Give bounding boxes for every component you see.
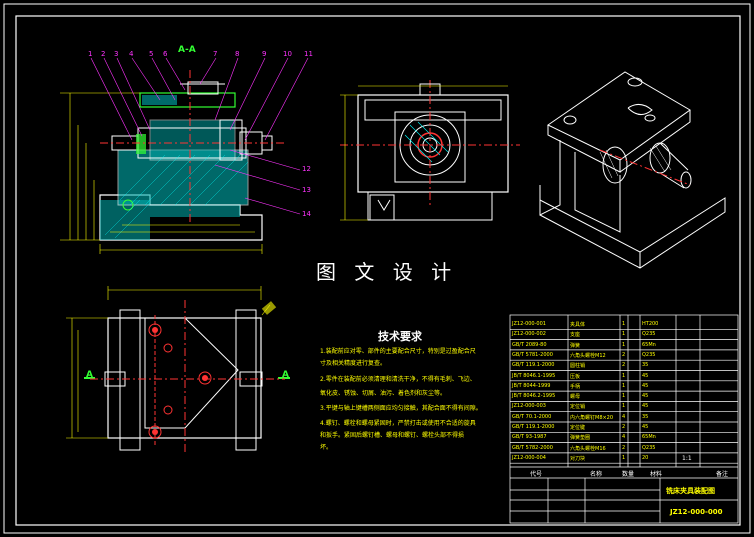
parts-cell: GB/T 5781-2000	[512, 351, 553, 358]
parts-cell: 2	[622, 444, 626, 451]
requirement-line: 和扳手。紧固后螺钉槽、螺母和螺钉、螺栓头部不得损	[320, 432, 465, 439]
header-name: 名称	[590, 471, 603, 478]
parts-cell: JZ12-000-003	[512, 403, 546, 410]
parts-cell: 45	[642, 403, 649, 410]
parts-cell: 螺母	[570, 394, 581, 401]
parts-cell: 定位销	[570, 404, 586, 411]
callout-4: 4	[129, 50, 134, 58]
drawing-number: JZ12-000-000	[670, 508, 723, 516]
parts-cell: 35	[642, 413, 649, 420]
parts-cell: 1	[622, 454, 626, 461]
parts-cell: GB/T 119.1-2000	[512, 424, 555, 430]
requirements-title: 技术要求	[378, 330, 422, 343]
parts-cell: 定位键	[570, 425, 586, 431]
callout-8: 8	[235, 50, 240, 58]
parts-cell: 4	[622, 434, 626, 441]
parts-cell: 1	[622, 372, 626, 379]
callout-7: 7	[213, 50, 218, 58]
requirement-line: 坏。	[320, 444, 333, 451]
parts-cell: JZ12-000-002	[512, 331, 546, 338]
section-mark-right: A	[282, 370, 289, 380]
parts-cell: 45	[642, 424, 649, 430]
drawing-title: 铣床夹具装配图	[666, 487, 715, 495]
parts-cell: GB/T 119.1-2000	[512, 362, 555, 369]
parts-cell: 对刀块	[570, 455, 586, 462]
requirement-line: 2.零件在装配前必须清理和清洗干净，不得有毛刺、飞边、	[320, 376, 476, 383]
parts-cell: 支座	[570, 332, 581, 339]
parts-cell: JB/T 8046.2-1995	[512, 393, 556, 400]
parts-cell: 内六角螺钉M8×20	[570, 414, 614, 421]
section-mark-left: A	[86, 370, 93, 380]
parts-cell: 1	[622, 331, 626, 338]
parts-cell: JZ12-000-001	[512, 321, 546, 327]
requirement-line: 氧化皮、锈蚀、切屑、油污、着色剂和灰尘等。	[320, 390, 447, 397]
parts-cell: Q235	[642, 331, 656, 338]
header-code: 代号	[530, 471, 543, 478]
parts-cell: 2	[622, 424, 626, 430]
parts-cell: 六角头螺栓M16	[570, 445, 606, 452]
parts-cell: GB/T 2089-80	[512, 341, 547, 348]
parts-cell: 20	[642, 454, 649, 461]
parts-cell: JB/T 8046.1-1995	[512, 372, 556, 379]
watermark: 图 文 设 计	[316, 260, 458, 284]
parts-cell: 弹簧垫圈	[570, 435, 591, 442]
callout-12: 12	[302, 165, 311, 173]
parts-cell: JB/T 8044-1999	[512, 382, 551, 389]
callout-14: 14	[302, 210, 311, 218]
isometric-view	[539, 71, 726, 269]
parts-cell: 1	[622, 321, 626, 327]
parts-cell: GB/T 5782-2000	[512, 444, 553, 451]
callout-9: 9	[262, 50, 267, 58]
parts-cell: 手柄	[570, 383, 581, 390]
parts-cell: 2	[622, 362, 626, 369]
requirement-line: 4.螺钉、螺栓和螺母紧固时，严禁打击或使用不合适的旋具	[320, 420, 476, 427]
parts-cell: JZ12-000-004	[512, 454, 546, 461]
parts-cell: 六角头螺栓M12	[570, 352, 606, 359]
callout-11: 11	[304, 50, 313, 58]
top-view	[66, 286, 285, 455]
side-view	[340, 80, 520, 221]
parts-cell: 1	[622, 393, 626, 400]
parts-cell: 1	[622, 382, 626, 389]
parts-cell: 弹簧	[570, 342, 581, 349]
callout-6: 6	[163, 50, 168, 58]
requirement-line: 1.装配前应对零、部件的主要配合尺寸，特别是过盈配合尺	[320, 348, 476, 355]
parts-cell: 压板	[570, 373, 581, 380]
title-block	[509, 314, 739, 524]
parts-cell: GB/T 93-1987	[512, 434, 547, 441]
parts-cell: 1	[622, 341, 626, 348]
parts-cell: 2	[622, 351, 626, 358]
callout-13: 13	[302, 186, 311, 194]
callout-3: 3	[114, 50, 119, 58]
parts-cell: 65Mn	[642, 341, 656, 348]
inner-frame	[15, 15, 741, 526]
parts-cell: 45	[642, 382, 649, 389]
scale-value: 1:1	[682, 455, 692, 462]
requirement-line: 3.平键与轴上键槽两侧面应均匀接触，其配合面不得有间隙。	[320, 405, 482, 412]
parts-cell: 35	[642, 362, 649, 369]
parts-cell: 圆柱销	[570, 363, 586, 370]
parts-cell: 45	[642, 372, 649, 379]
front-section-view	[60, 57, 309, 254]
parts-cell: 65Mn	[642, 434, 656, 441]
parts-cell: 1	[622, 403, 626, 410]
requirement-line: 寸及相关精度进行复查。	[320, 360, 387, 367]
parts-cell: Q235	[642, 351, 656, 358]
callout-2: 2	[101, 50, 106, 58]
callout-10: 10	[283, 50, 292, 58]
section-label: A-A	[178, 45, 196, 55]
parts-cell: Q235	[642, 444, 656, 451]
header-material: 材料	[650, 471, 663, 478]
callout-5: 5	[149, 50, 154, 58]
outer-frame	[3, 3, 751, 534]
parts-cell: 45	[642, 393, 649, 400]
callout-1: 1	[88, 50, 93, 58]
parts-cell: 夹具体	[570, 322, 586, 328]
header-remark: 备注	[716, 471, 729, 478]
parts-cell: GB/T 70.1-2000	[512, 413, 552, 420]
parts-cell: HT200	[642, 321, 659, 327]
header-qty: 数量	[622, 471, 635, 478]
parts-cell: 4	[622, 413, 626, 420]
